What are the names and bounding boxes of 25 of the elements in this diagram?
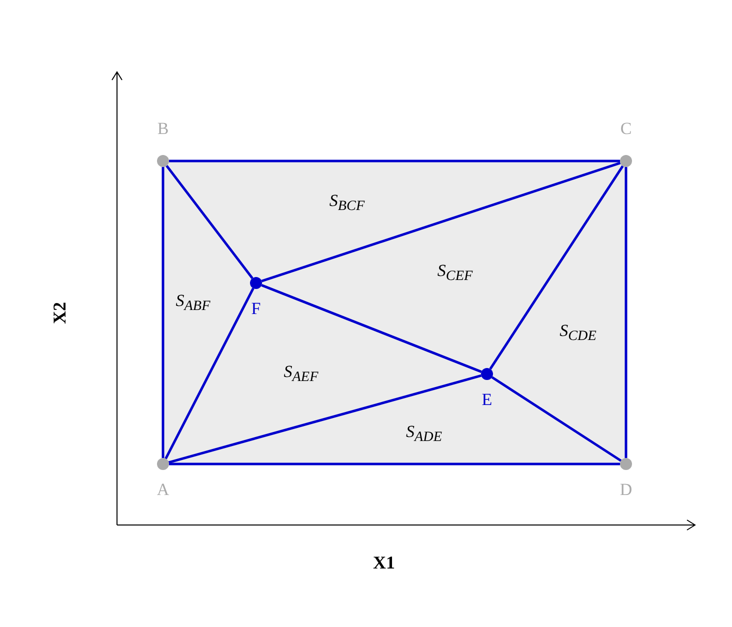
region-label: S$_{CEF}$ [437, 260, 473, 286]
line-segment [162, 167, 164, 458]
region-label: S$_{BCF}$ [329, 190, 365, 216]
line-segment [489, 165, 624, 370]
line-segment [166, 165, 254, 279]
line-segment [169, 160, 620, 162]
axis-label: X2 [50, 302, 70, 324]
line-segment [168, 374, 482, 464]
point-label: B [156, 119, 170, 139]
region-label: S$_{CDE}$ [560, 320, 596, 346]
region-label: S$_{ABF}$ [176, 290, 210, 316]
line-segment [261, 284, 482, 373]
point-label: A [156, 480, 170, 500]
line-segment [491, 376, 622, 462]
point-label: C [619, 119, 633, 139]
point-label: D [618, 480, 634, 500]
line-segment [261, 162, 621, 282]
line-segment [624, 167, 628, 458]
line-segment [164, 288, 254, 460]
axis-label: X1 [373, 552, 395, 574]
region-label: S$_{ADE}$ [406, 422, 442, 446]
point-label: F [250, 299, 262, 319]
line-segment [169, 462, 620, 466]
point-label: E [480, 390, 494, 410]
region-label: S$_{AEF}$ [284, 362, 318, 386]
